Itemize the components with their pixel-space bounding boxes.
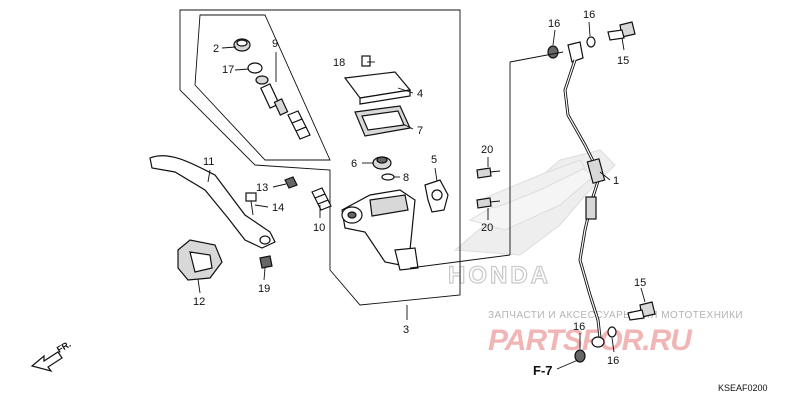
boot-and-clip-drawing	[372, 156, 395, 181]
hose-bolts-drawing	[607, 21, 656, 321]
callout-9: 9	[272, 38, 278, 50]
piston-kit-drawing	[233, 38, 311, 140]
callout-8: 8	[403, 172, 409, 184]
callout-16-bottom-left: 16	[573, 321, 585, 333]
callout-20-upper: 20	[481, 144, 493, 156]
callout-4: 4	[417, 88, 423, 100]
leader-lines	[197, 21, 646, 370]
callout-13: 13	[256, 182, 268, 194]
pivot-parts-drawing	[245, 176, 332, 269]
callout-20-lower: 20	[481, 222, 493, 234]
holder-drawing	[424, 179, 449, 213]
callout-1: 1	[613, 175, 619, 187]
reference-label: F-7	[533, 363, 553, 378]
holder-bolts-drawing	[476, 167, 501, 209]
watermark-caption: ЗАПЧАСТИ И АКСЕССУАРЫ ДЛЯ МОТОТЕХНИКИ	[488, 310, 743, 321]
callout-15-top: 15	[617, 55, 629, 67]
front-direction-label: FR.	[55, 339, 73, 355]
callout-16-top-right: 16	[583, 9, 595, 21]
callout-6: 6	[351, 158, 357, 170]
assembly-frame	[179, 9, 461, 306]
front-direction-arrow	[30, 351, 63, 373]
callout-19: 19	[258, 283, 270, 295]
callout-12: 12	[193, 296, 205, 308]
partsfor-logo-watermark: PARTSFOR.RU	[488, 324, 693, 357]
callout-2: 2	[213, 43, 219, 55]
honda-wing-watermark	[453, 149, 616, 256]
piston-kit-frame	[194, 14, 331, 161]
diagram-code: KSEAF0200	[718, 383, 768, 393]
master-cylinder-drawing	[341, 189, 419, 271]
callout-16-top-left: 16	[548, 18, 560, 30]
callout-14: 14	[272, 202, 284, 214]
callout-5: 5	[431, 154, 437, 166]
callout-17: 17	[222, 64, 234, 76]
brake-hose-drawing	[563, 41, 606, 348]
callout-7: 7	[417, 125, 423, 137]
reservoir-cap-drawing	[343, 55, 412, 137]
callout-10: 10	[313, 222, 325, 234]
callout-11: 11	[203, 156, 214, 168]
callout-3: 3	[403, 324, 409, 336]
honda-brand-watermark: HONDA	[448, 262, 551, 289]
brake-lever-drawing	[149, 155, 276, 249]
lever-cover-drawing	[177, 239, 223, 281]
callout-16-bottom-right: 16	[607, 355, 619, 367]
callout-18: 18	[333, 57, 345, 69]
sealing-washers-drawing	[547, 36, 617, 363]
callout-15-bottom: 15	[634, 277, 646, 289]
